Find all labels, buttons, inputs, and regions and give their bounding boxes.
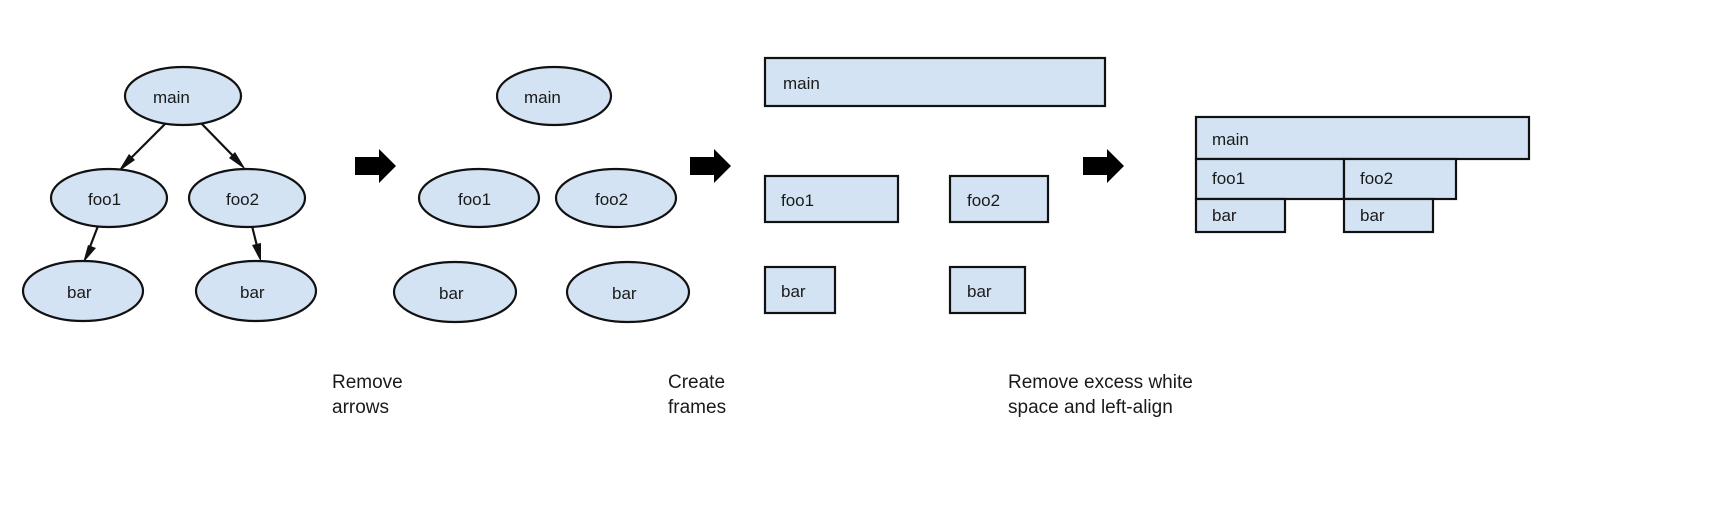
node-p1-foo2[interactable]	[187, 167, 307, 229]
node-p1-foo1[interactable]	[49, 167, 169, 229]
node-p2-bar1[interactable]	[392, 260, 518, 324]
edge-foo1-bar	[83, 225, 100, 263]
node-p3-foo2[interactable]	[948, 174, 1050, 224]
panel-4-group	[1194, 115, 1531, 234]
edge-main-foo2	[198, 120, 246, 170]
node-p3-bar2[interactable]	[948, 265, 1027, 315]
node-p2-main[interactable]	[495, 65, 613, 127]
node-p4-bar1[interactable]	[1194, 197, 1287, 234]
caption-create-frames: Create frames	[668, 372, 727, 419]
node-p2-bar2[interactable]	[565, 260, 691, 324]
caption-remove-arrows: Remove arrows	[332, 372, 403, 419]
node-p3-main[interactable]	[763, 56, 1107, 108]
step-arrow-1	[355, 149, 396, 183]
step-arrow-3	[1083, 149, 1124, 183]
edge-foo2-bar	[250, 225, 261, 262]
node-p1-main[interactable]	[123, 65, 243, 127]
node-p4-foo1[interactable]	[1194, 157, 1346, 201]
node-p4-bar2[interactable]	[1342, 197, 1435, 234]
panel-1-group	[21, 65, 318, 323]
panel-3-group	[763, 56, 1107, 315]
node-p1-bar2[interactable]	[194, 259, 318, 323]
node-p4-main[interactable]	[1194, 115, 1531, 161]
node-p2-foo1[interactable]	[417, 167, 541, 229]
node-p2-foo2[interactable]	[554, 167, 678, 229]
panel-1-edges	[83, 120, 261, 263]
node-p4-foo2[interactable]	[1342, 157, 1458, 201]
node-p1-bar1[interactable]	[21, 259, 145, 323]
panel-2-group	[392, 65, 691, 324]
caption-remove-white-space: Remove excess white space and left-align	[1008, 372, 1193, 419]
edge-main-foo1	[118, 120, 169, 172]
node-p3-bar1[interactable]	[763, 265, 837, 315]
step-arrow-2	[690, 149, 731, 183]
node-p3-foo1[interactable]	[763, 174, 900, 224]
